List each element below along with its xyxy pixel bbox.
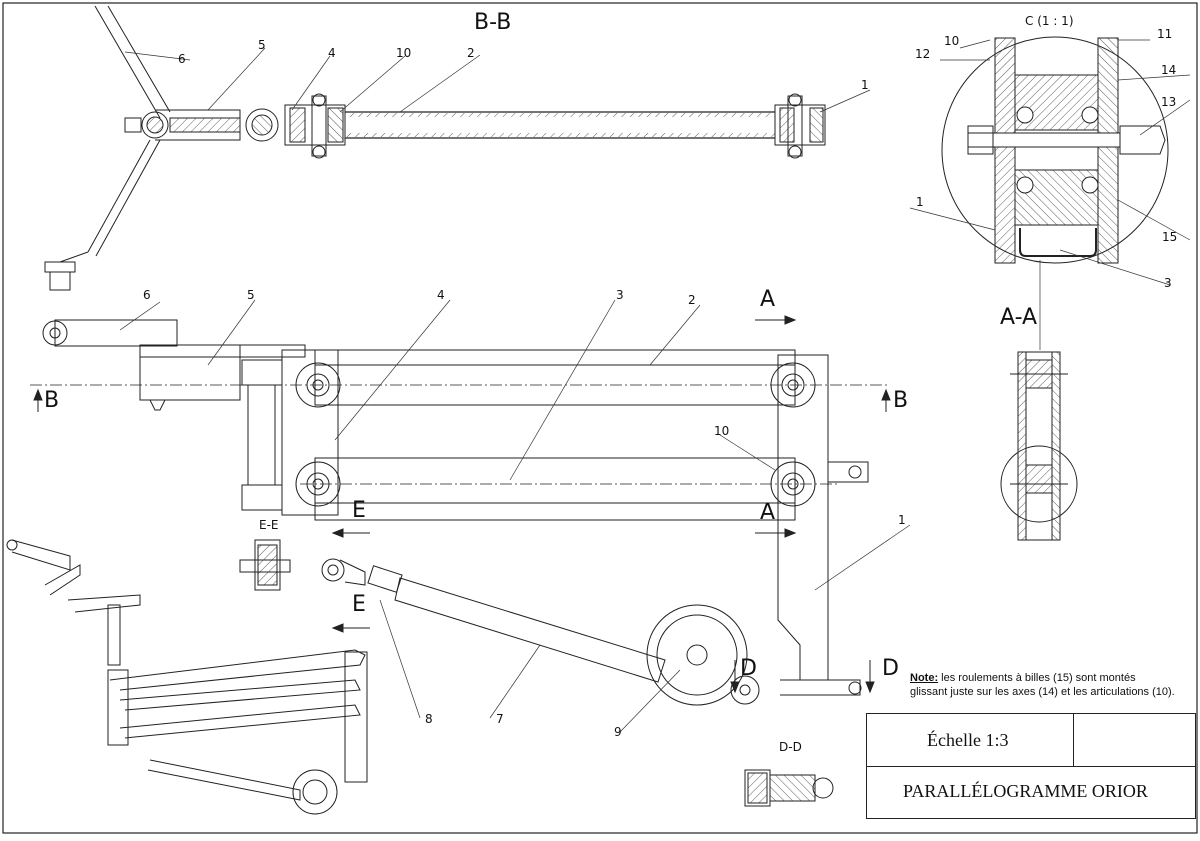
balloon-main-1: 1 <box>898 513 906 527</box>
section-marker-b-right: B <box>893 388 909 413</box>
detail-c-view <box>941 36 1169 264</box>
section-marker-e-top: E <box>352 498 366 523</box>
balloon-bb-2: 2 <box>467 46 475 60</box>
section-aa-title: A-A <box>1000 305 1038 330</box>
section-marker-d-right: D <box>882 656 899 681</box>
balloon-detail-11: 11 <box>1157 27 1173 41</box>
balloon-main-9: 9 <box>614 725 622 739</box>
section-bb-title: B-B <box>474 10 512 35</box>
section-dd-title: D-D <box>779 740 802 754</box>
section-marker-a-top: A <box>760 287 776 312</box>
section-marker-d-left: D <box>740 656 757 681</box>
balloon-detail-14: 14 <box>1161 63 1177 77</box>
balloon-detail-12: 12 <box>915 47 931 61</box>
balloon-main-6: 6 <box>143 288 151 302</box>
balloon-bb-6: 6 <box>178 52 186 66</box>
section-bb-view <box>44 5 826 291</box>
note-line1: les roulements à billes (15) sont montés <box>938 672 1136 684</box>
detail-c-title: C (1 : 1) <box>1025 14 1074 28</box>
note-label: Note: <box>910 672 939 684</box>
note-text: Note: les roulements à billes (15) sont … <box>910 671 1175 699</box>
balloon-main-3: 3 <box>616 288 624 302</box>
balloon-detail-15: 15 <box>1162 230 1178 244</box>
balloon-main-2: 2 <box>688 293 696 307</box>
note-line2: glissant juste sur les axes (14) et les … <box>910 686 1175 698</box>
balloon-main-4: 4 <box>437 288 445 302</box>
balloon-bb-5: 5 <box>258 38 266 52</box>
section-marker-e-bottom: E <box>352 592 366 617</box>
balloon-bb-4: 4 <box>328 46 336 60</box>
balloon-main-8: 8 <box>425 712 433 726</box>
balloon-detail-3: 3 <box>1164 276 1172 290</box>
section-ee-title: E-E <box>259 518 279 532</box>
balloon-main-5: 5 <box>247 288 255 302</box>
scale-label: Échelle 1:3 <box>927 730 1009 750</box>
balloon-bb-10: 10 <box>396 46 412 60</box>
drawing-title: PARALLÉLOGRAMME ORIOR <box>903 781 1148 801</box>
section-dd-view <box>744 769 834 807</box>
balloon-detail-1: 1 <box>916 195 924 209</box>
balloon-main-7: 7 <box>496 712 504 726</box>
balloon-detail-13: 13 <box>1161 95 1177 109</box>
balloon-bb-1: 1 <box>861 78 869 92</box>
balloon-detail-10: 10 <box>944 34 960 48</box>
isometric-view <box>6 539 368 815</box>
main-front-view <box>30 319 890 706</box>
section-aa-view <box>1000 351 1078 541</box>
section-arrows <box>33 315 891 694</box>
title-block: Échelle 1:3 PARALLÉLOGRAMME ORIOR <box>866 713 1196 819</box>
section-ee-view <box>239 539 291 591</box>
leader-lines <box>119 39 1191 733</box>
balloon-main-10: 10 <box>714 424 730 438</box>
section-marker-a-bottom: A <box>760 500 776 525</box>
section-marker-b-left: B <box>44 388 60 413</box>
